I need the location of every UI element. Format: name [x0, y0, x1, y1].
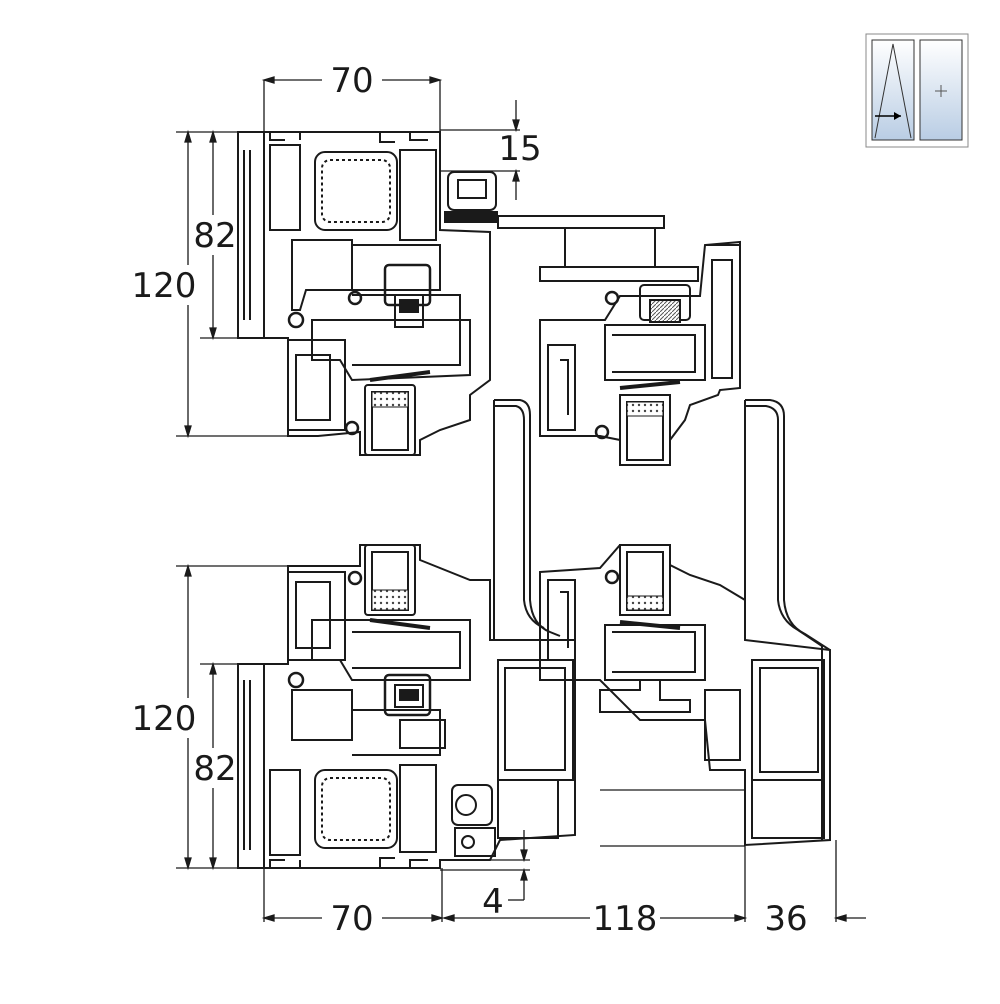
- dim-top-offset: 15: [498, 129, 541, 169]
- sliding-window-icon: [865, 33, 969, 148]
- dimension-labels: 70 15 82 120 120 82 70 4 118 36: [132, 61, 808, 939]
- dim-top-width: 70: [330, 61, 373, 101]
- dim-bottom-width-left: 70: [330, 899, 373, 939]
- dim-left-upper-height: 82: [193, 216, 236, 256]
- top-right-profile: [539, 240, 741, 466]
- dim-bottom-gap: 4: [482, 882, 504, 922]
- top-left-profile: [237, 131, 491, 456]
- dimension-lines: [176, 76, 866, 922]
- dim-left-lower-height: 82: [193, 749, 236, 789]
- bottom-right-profile: [539, 544, 831, 847]
- dim-left-lower-total: 120: [132, 699, 197, 739]
- top-hardware: [444, 171, 699, 282]
- dim-left-upper-total: 120: [132, 266, 197, 306]
- bottom-left-profile: [237, 544, 576, 869]
- dim-bottom-width-mid: 118: [593, 899, 658, 939]
- dim-bottom-width-right: 36: [764, 899, 807, 939]
